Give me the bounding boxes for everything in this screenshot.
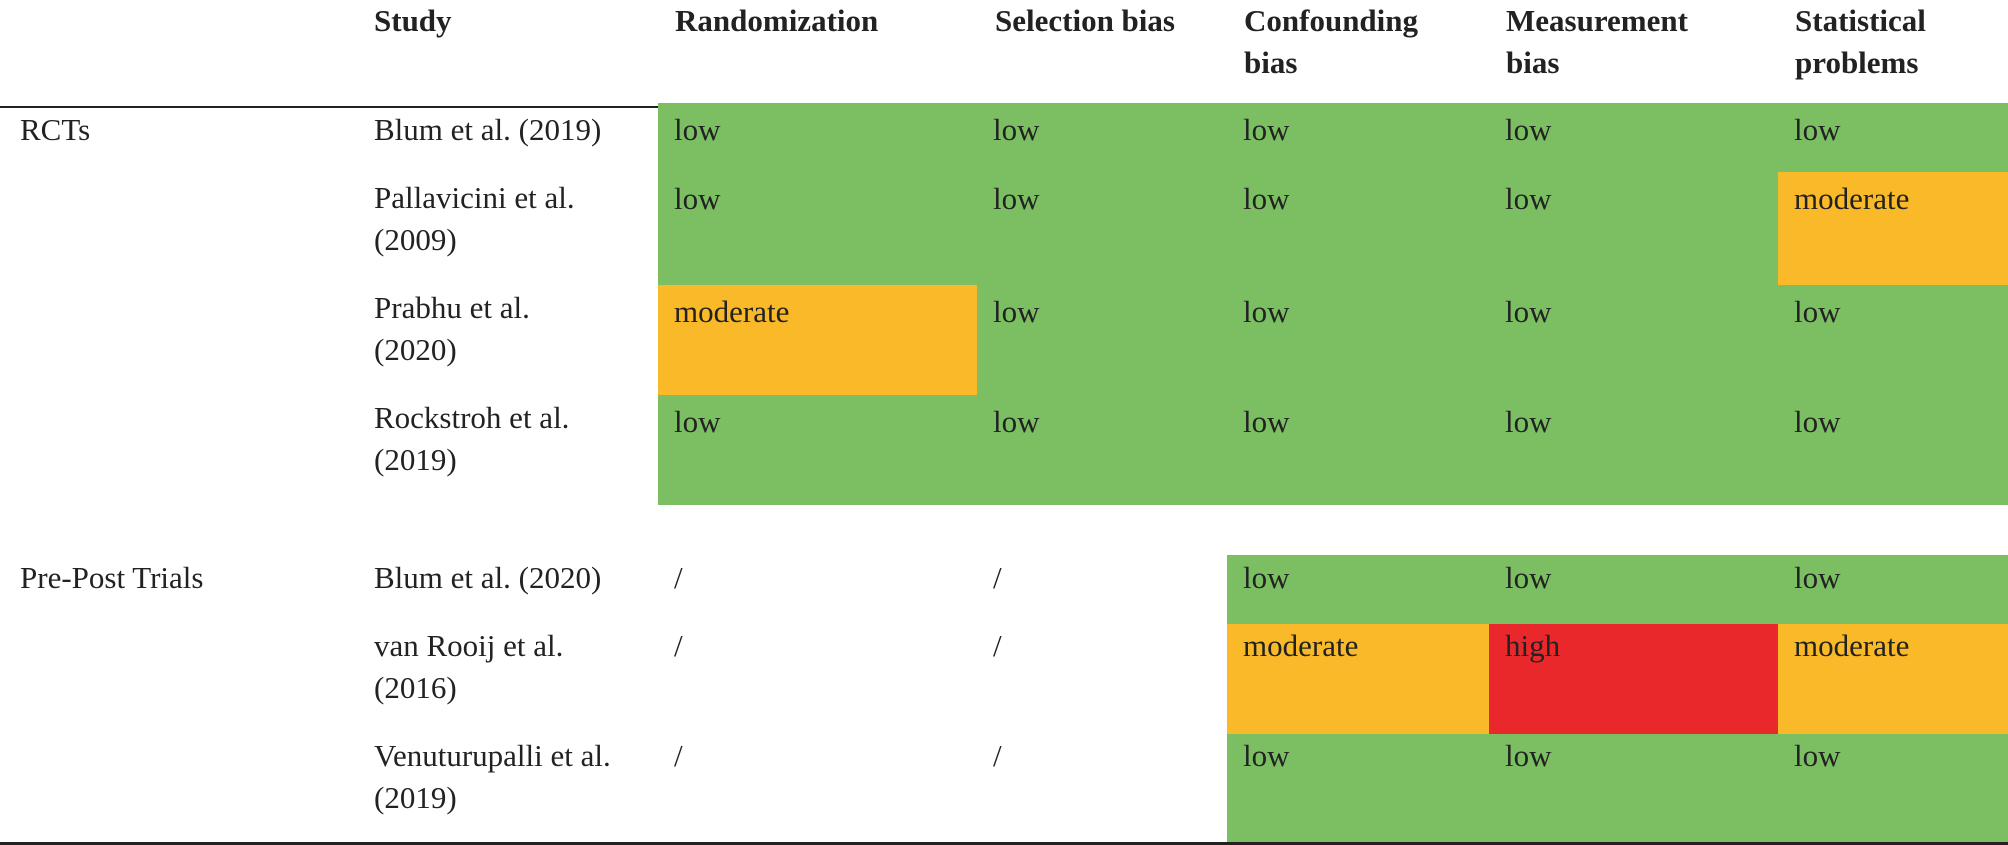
- header-statistical-problems: Statistical problems: [1795, 3, 1926, 80]
- rating-cell: low: [1227, 172, 1489, 285]
- study-name: Rockstroh et al. (2019): [374, 400, 570, 477]
- rating-cell: low: [1778, 103, 2008, 172]
- rating-cell: low: [977, 395, 1227, 505]
- rating-cell: /: [674, 738, 683, 773]
- rating-cell: low: [1227, 285, 1489, 395]
- rating-cell: low: [1489, 395, 1778, 505]
- rating-cell: low: [1778, 395, 2008, 505]
- rating-cell: low: [1489, 103, 1778, 172]
- rating-cell: /: [674, 628, 683, 663]
- study-name: Pallavicini et al. (2009): [374, 180, 575, 257]
- rating-cell: low: [658, 172, 977, 285]
- rating-cell: low: [977, 172, 1227, 285]
- group-label-rcts: RCTs: [20, 112, 91, 147]
- study-name: Blum et al. (2019): [374, 112, 602, 147]
- rating-cell: moderate: [1778, 624, 2008, 734]
- rating-cell: /: [993, 560, 1002, 595]
- header-measurement-bias: Measurement bias: [1506, 3, 1688, 80]
- rating-cell: low: [1778, 555, 2008, 624]
- rating-cell: low: [1227, 395, 1489, 505]
- rating-cell: low: [1227, 103, 1489, 172]
- bottom-rule: [0, 842, 2008, 845]
- rating-cell: low: [1489, 172, 1778, 285]
- study-name: van Rooij et al. (2016): [374, 628, 564, 705]
- study-name: Prabhu et al. (2020): [374, 290, 530, 367]
- rating-cell: low: [1489, 555, 1778, 624]
- rating-cell: high: [1489, 624, 1778, 734]
- rating-cell: moderate: [658, 285, 977, 395]
- rating-cell: /: [993, 628, 1002, 663]
- rating-cell: moderate: [1227, 624, 1489, 734]
- rating-cell: low: [1489, 285, 1778, 395]
- rating-cell: low: [1778, 734, 2008, 843]
- rating-cell: low: [977, 103, 1227, 172]
- rating-cell: low: [977, 285, 1227, 395]
- rating-cell: low: [1227, 734, 1489, 843]
- rating-cell: low: [658, 395, 977, 505]
- study-name: Venuturupalli et al. (2019): [374, 738, 611, 815]
- header-randomization: Randomization: [675, 3, 879, 38]
- rating-cell: /: [993, 738, 1002, 773]
- rating-cell: moderate: [1778, 172, 2008, 285]
- group-label-pre-post-trials: Pre-Post Trials: [20, 560, 204, 595]
- rating-cell: low: [1489, 734, 1778, 843]
- rating-cell: low: [1227, 555, 1489, 624]
- header-confounding-bias: Confounding bias: [1244, 3, 1419, 80]
- rating-cell: low: [658, 103, 977, 172]
- rating-cell: low: [1778, 285, 2008, 395]
- header-study: Study: [374, 3, 452, 38]
- study-name: Blum et al. (2020): [374, 560, 602, 595]
- header-selection-bias: Selection bias: [995, 3, 1175, 38]
- rating-cell: /: [674, 560, 683, 595]
